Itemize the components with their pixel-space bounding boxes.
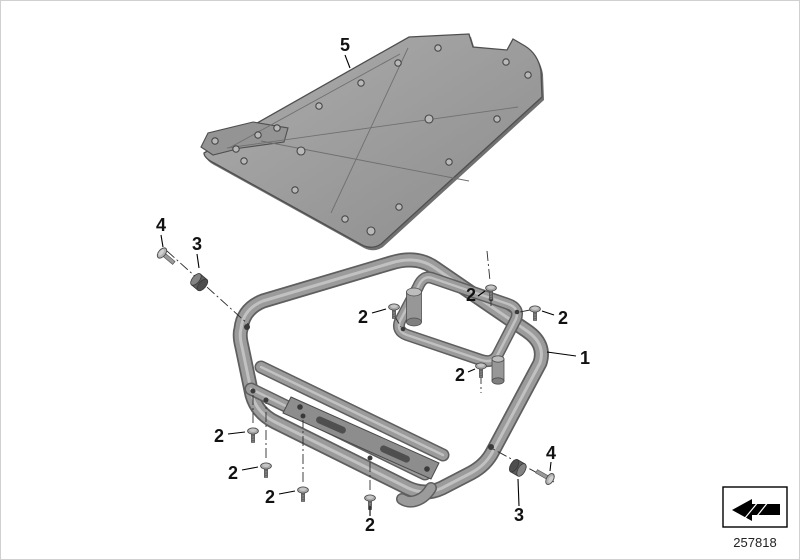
screw [247, 427, 259, 443]
plate-hole [273, 124, 281, 132]
plate-crease [260, 140, 470, 182]
bracket-slot [380, 445, 410, 463]
frame-cross-rail-highlight [259, 365, 445, 457]
plate-crease [226, 106, 519, 149]
plate-hole [357, 79, 365, 87]
bracket-hole [424, 466, 430, 472]
leader-line [467, 368, 476, 373]
plate-hole [502, 58, 510, 66]
carrier-frame [232, 252, 549, 508]
frame-sleeve-post [491, 355, 505, 385]
leader-line [344, 54, 351, 69]
frame-hole [488, 444, 494, 450]
plate-hole [394, 59, 402, 67]
plate-tab-hole [254, 131, 262, 139]
centerline [486, 250, 491, 282]
legend: 257818 [722, 486, 788, 550]
leader-line [541, 310, 555, 316]
plate-hole [315, 102, 323, 110]
frame-hole [400, 326, 406, 332]
leader-line [227, 431, 246, 435]
callout-2: 2 [466, 285, 476, 305]
plate-hole [434, 44, 442, 52]
plate-hole [395, 203, 403, 211]
rubber-grommet [188, 271, 211, 293]
callout-2: 2 [265, 487, 275, 507]
plate-hole [445, 158, 453, 166]
hex-bolt [154, 245, 179, 269]
callout-2: 2 [455, 365, 465, 385]
plate-surface [203, 33, 543, 248]
plate-hole [493, 115, 501, 123]
leader-line [278, 490, 296, 495]
callout-1: 1 [580, 348, 590, 368]
leader-line [549, 461, 552, 472]
plate-left-tab [200, 121, 289, 156]
plate-hole [424, 114, 434, 124]
screw [297, 486, 309, 502]
plate-tab-hole [211, 137, 219, 145]
frame-hole [263, 397, 269, 403]
centerline [492, 448, 555, 483]
callout-2: 2 [228, 463, 238, 483]
bracket-slot [316, 416, 346, 434]
frame-hole [514, 309, 520, 315]
callout-3: 3 [514, 505, 524, 525]
bracket-hole [297, 404, 303, 410]
leader-line [241, 466, 259, 471]
plate-hole [240, 157, 248, 165]
plate-hole [296, 146, 306, 156]
leader-line [517, 478, 520, 507]
callout-3: 3 [192, 234, 202, 254]
screw [529, 305, 541, 321]
frame-hole [244, 324, 250, 330]
centerline [519, 309, 531, 313]
leader-line [546, 351, 577, 357]
plate-hole [291, 186, 299, 194]
frame-sleeve-post [406, 287, 422, 327]
mounting-plate [200, 33, 544, 251]
callout-5: 5 [340, 35, 350, 55]
centerline [166, 250, 250, 326]
leader-line [196, 253, 200, 269]
screw [260, 462, 272, 478]
callout-2: 2 [365, 515, 375, 535]
callout-4: 4 [546, 443, 556, 463]
rubber-grommet [507, 457, 529, 479]
frame-hole [367, 455, 373, 461]
plate-hole [366, 226, 376, 236]
leader-line [160, 234, 164, 248]
frame-hole [300, 413, 306, 419]
callout-2: 2 [214, 426, 224, 446]
leader-line [477, 290, 486, 297]
callout-4: 4 [156, 215, 166, 235]
callout-2: 2 [358, 307, 368, 327]
callouts: 5 4 3 2 2 2 1 2 2 2 2 2 4 3 [156, 35, 590, 535]
screw [475, 362, 487, 378]
frame-hole [250, 388, 256, 394]
plate-hole [524, 71, 532, 79]
callout-2: 2 [558, 308, 568, 328]
plate-crease [330, 47, 409, 214]
direction-arrow-icon [732, 499, 780, 521]
leader-line [371, 308, 387, 314]
plate-hole [341, 215, 349, 223]
frame-tube-end [397, 483, 436, 506]
leader-lines [160, 54, 577, 516]
part-number: 257818 [733, 535, 776, 550]
plate-hole [232, 145, 240, 153]
hex-bolt [533, 465, 557, 487]
